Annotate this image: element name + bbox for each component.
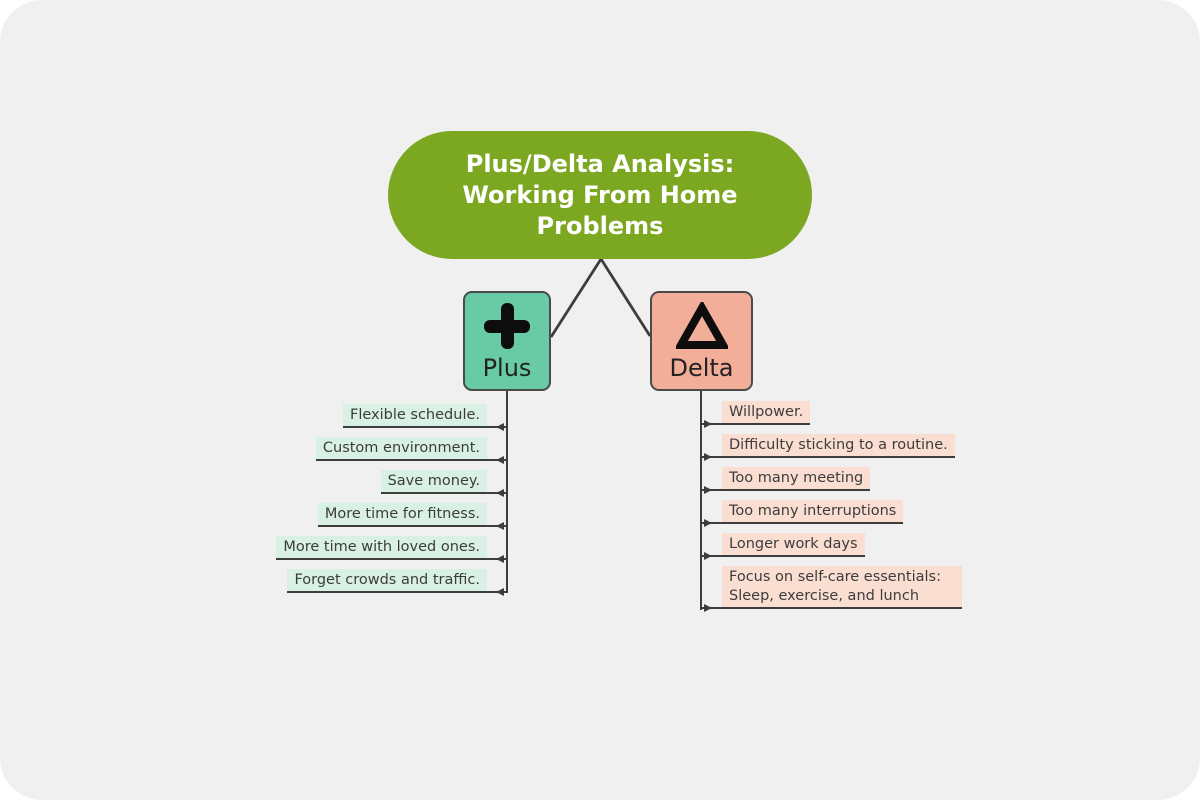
delta-item-difficulty-routine[interactable]: Difficulty sticking to a routine.	[701, 434, 955, 461]
plus-item-forget-crowds-traffic[interactable]: Forget crowds and traffic.	[287, 569, 507, 596]
plus-item-label: Custom environment.	[315, 437, 487, 459]
plus-item-custom-environment[interactable]: Custom environment.	[315, 437, 507, 464]
plus-icon	[484, 302, 530, 350]
plus-item-label: More time with loved ones.	[276, 536, 487, 558]
root-title-line-2: Working From Home	[462, 180, 738, 209]
root-title: Plus/Delta Analysis: Working From Home P…	[462, 149, 737, 242]
delta-item-too-many-meeting[interactable]: Too many meeting	[701, 467, 871, 494]
plus-item-label: Flexible schedule.	[343, 404, 487, 426]
plus-node[interactable]: Plus	[463, 291, 551, 391]
plus-item-label: More time for fitness.	[317, 503, 487, 525]
delta-node-label: Delta	[669, 354, 734, 382]
delta-item-label: Too many meeting	[722, 467, 871, 489]
plus-item-save-money[interactable]: Save money.	[380, 470, 507, 497]
delta-item-willpower[interactable]: Willpower.	[701, 401, 811, 428]
delta-item-label: Difficulty sticking to a routine.	[722, 434, 955, 456]
plus-item-label: Forget crowds and traffic.	[287, 569, 487, 591]
plus-item-flexible-schedule[interactable]: Flexible schedule.	[343, 404, 507, 431]
delta-item-label: Too many interruptions	[722, 500, 904, 522]
delta-node[interactable]: Delta	[650, 291, 753, 391]
plus-item-more-time-fitness[interactable]: More time for fitness.	[317, 503, 507, 530]
plus-item-more-time-loved-ones[interactable]: More time with loved ones.	[276, 536, 507, 563]
root-title-line-3: Problems	[536, 211, 664, 240]
root-node[interactable]: Plus/Delta Analysis: Working From Home P…	[388, 131, 812, 259]
plus-node-label: Plus	[482, 354, 532, 382]
delta-item-too-many-interruptions[interactable]: Too many interruptions	[701, 500, 904, 527]
plus-item-label: Save money.	[380, 470, 487, 492]
delta-item-label: Willpower.	[722, 401, 811, 423]
delta-item-label: Longer work days	[722, 533, 865, 555]
delta-item-longer-work-days[interactable]: Longer work days	[701, 533, 865, 560]
root-to-plus-connector	[549, 258, 603, 338]
delta-item-self-care-essentials[interactable]: Focus on self-care essentials: Sleep, ex…	[701, 566, 962, 612]
root-title-line-1: Plus/Delta Analysis:	[465, 149, 735, 178]
delta-item-label: Focus on self-care essentials: Sleep, ex…	[722, 566, 962, 607]
delta-icon	[675, 302, 728, 350]
root-to-delta-connector	[599, 258, 652, 337]
